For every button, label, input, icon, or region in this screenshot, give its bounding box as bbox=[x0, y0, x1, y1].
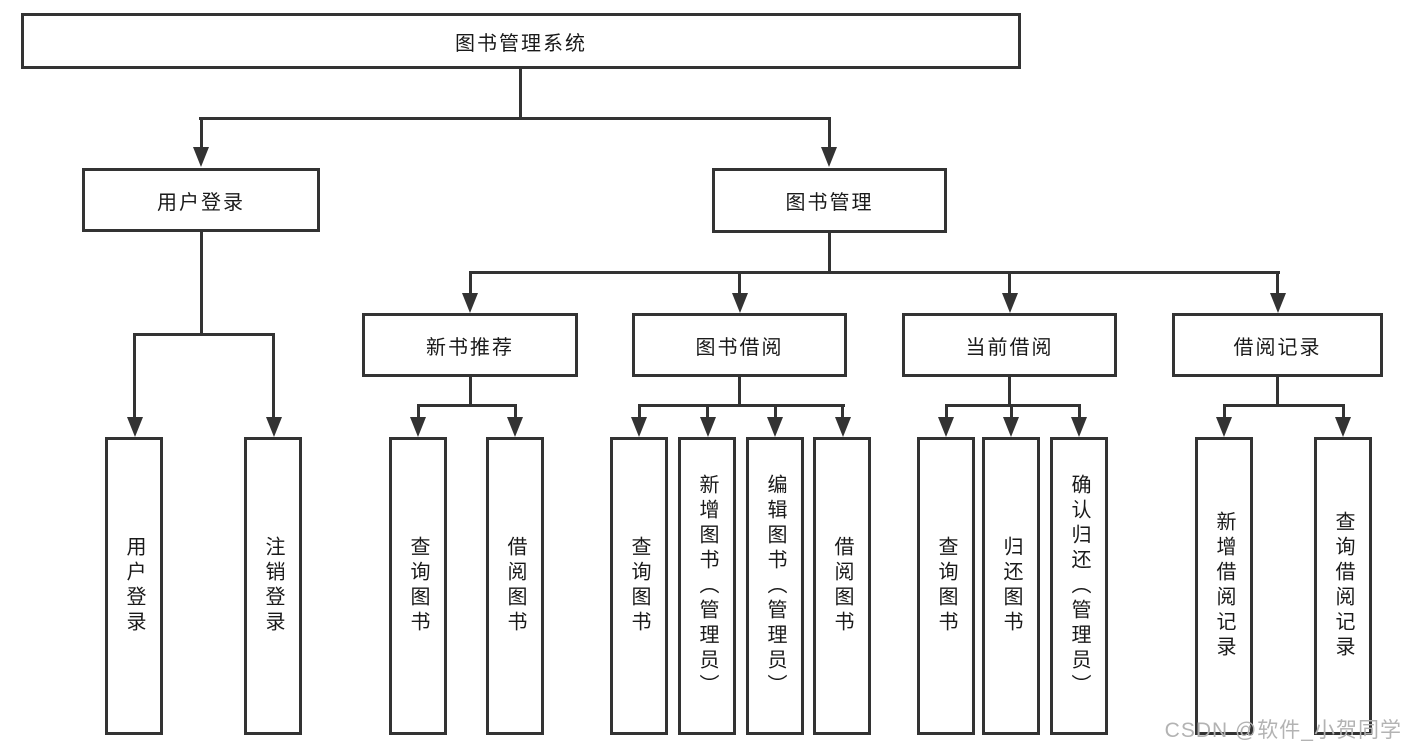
connector-line bbox=[1222, 404, 1345, 407]
arrow-down-icon bbox=[731, 293, 748, 313]
connector-line bbox=[1276, 271, 1279, 295]
arrow-down-icon bbox=[821, 147, 837, 167]
node-root-label: 图书管理系统 bbox=[455, 32, 587, 55]
node-leaf-query-book-borrowing-label: 查询图书 bbox=[628, 536, 650, 636]
node-leaf-add-book-admin: 新增图书（管理员） bbox=[678, 437, 736, 735]
connector-line bbox=[519, 68, 522, 119]
node-current-borrowing: 当前借阅 bbox=[902, 313, 1117, 377]
connector-line bbox=[1222, 404, 1226, 419]
connector-line bbox=[637, 404, 641, 419]
connector-line bbox=[513, 404, 517, 419]
connector-line bbox=[468, 377, 472, 407]
node-leaf-add-borrow-record: 新增借阅记录 bbox=[1195, 437, 1253, 735]
node-user-login: 用户登录 bbox=[82, 168, 320, 232]
arrow-down-icon bbox=[126, 417, 143, 437]
arrow-down-icon bbox=[767, 417, 783, 437]
connector-line bbox=[1276, 377, 1279, 407]
connector-line bbox=[1008, 377, 1011, 407]
node-leaf-return-book: 归还图书 bbox=[982, 437, 1040, 735]
node-book-management: 图书管理 bbox=[712, 168, 947, 233]
node-leaf-add-borrow-record-label: 新增借阅记录 bbox=[1213, 511, 1235, 661]
arrow-down-icon bbox=[1269, 293, 1286, 313]
node-leaf-add-book-admin-label: 新增图书（管理员） bbox=[696, 473, 718, 699]
connector-line bbox=[738, 377, 741, 407]
node-book-borrowing-label: 图书借阅 bbox=[695, 336, 784, 359]
node-leaf-query-book-current: 查询图书 bbox=[917, 437, 975, 735]
arrow-down-icon bbox=[938, 417, 954, 437]
arrow-down-icon bbox=[1003, 417, 1019, 437]
connector-line bbox=[944, 404, 1081, 407]
node-leaf-confirm-return-admin: 确认归还（管理员） bbox=[1050, 437, 1108, 735]
connector-line bbox=[199, 117, 203, 150]
connector-line bbox=[1341, 404, 1345, 419]
connector-line bbox=[416, 404, 516, 407]
node-leaf-query-borrow-record: 查询借阅记录 bbox=[1314, 437, 1372, 735]
node-leaf-query-borrow-record-label: 查询借阅记录 bbox=[1332, 511, 1354, 661]
arrow-down-icon bbox=[834, 417, 851, 437]
connector-line bbox=[133, 333, 275, 336]
connector-line bbox=[637, 404, 845, 407]
node-leaf-user-login: 用户登录 bbox=[105, 437, 163, 735]
connector-line bbox=[738, 271, 741, 295]
connector-line bbox=[1077, 404, 1081, 419]
node-leaf-logout-label: 注销登录 bbox=[262, 536, 284, 636]
node-new-book-recommend: 新书推荐 bbox=[362, 313, 578, 377]
arrow-down-icon bbox=[699, 417, 716, 437]
arrow-down-icon bbox=[631, 417, 647, 437]
arrow-down-icon bbox=[193, 147, 209, 167]
arrow-down-icon bbox=[265, 417, 282, 437]
connector-line bbox=[416, 404, 420, 419]
arrow-down-icon bbox=[1216, 417, 1232, 437]
node-book-borrowing: 图书借阅 bbox=[632, 313, 847, 377]
arrow-down-icon bbox=[462, 293, 478, 313]
connector-line bbox=[1009, 404, 1013, 419]
node-leaf-borrow-book-recommend: 借阅图书 bbox=[486, 437, 544, 735]
node-root: 图书管理系统 bbox=[21, 13, 1021, 69]
node-leaf-query-book-recommend: 查询图书 bbox=[389, 437, 447, 735]
arrow-down-icon bbox=[410, 417, 426, 437]
arrow-down-icon bbox=[1001, 293, 1018, 313]
connector-line bbox=[944, 404, 948, 419]
node-leaf-user-login-label: 用户登录 bbox=[123, 536, 145, 636]
csdn-watermark: CSDN @软件_小贺同学 bbox=[1164, 719, 1402, 742]
connector-line bbox=[1008, 271, 1011, 295]
node-leaf-logout: 注销登录 bbox=[244, 437, 302, 735]
arrow-down-icon bbox=[1335, 417, 1351, 437]
node-leaf-confirm-return-admin-label: 确认归还（管理员） bbox=[1068, 473, 1090, 699]
connector-line bbox=[773, 404, 777, 419]
connector-line bbox=[468, 271, 472, 295]
node-new-book-recommend-label: 新书推荐 bbox=[426, 336, 514, 359]
node-leaf-borrow-book-recommend-label: 借阅图书 bbox=[504, 536, 526, 636]
connector-line bbox=[272, 333, 275, 419]
connector-line bbox=[468, 271, 1280, 274]
node-leaf-return-book-label: 归还图书 bbox=[1000, 536, 1022, 636]
node-leaf-edit-book-admin-label: 编辑图书（管理员） bbox=[764, 473, 786, 699]
connector-line bbox=[199, 117, 831, 120]
connector-line bbox=[706, 404, 709, 419]
node-current-borrowing-label: 当前借阅 bbox=[965, 336, 1054, 359]
node-borrowing-records-label: 借阅记录 bbox=[1233, 336, 1322, 359]
node-user-login-label: 用户登录 bbox=[157, 191, 245, 214]
node-leaf-query-book-borrowing: 查询图书 bbox=[610, 437, 668, 735]
connector-line bbox=[133, 333, 136, 419]
node-borrowing-records: 借阅记录 bbox=[1172, 313, 1383, 377]
connector-line bbox=[828, 117, 831, 150]
node-leaf-query-book-current-label: 查询图书 bbox=[935, 536, 957, 636]
connector-line bbox=[199, 231, 203, 336]
connector-line bbox=[841, 404, 844, 419]
node-leaf-query-book-recommend-label: 查询图书 bbox=[407, 536, 429, 636]
node-book-management-label: 图书管理 bbox=[785, 192, 874, 214]
arrow-down-icon bbox=[1071, 417, 1087, 437]
node-leaf-edit-book-admin: 编辑图书（管理员） bbox=[746, 437, 804, 735]
arrow-down-icon bbox=[507, 417, 523, 437]
connector-line bbox=[828, 232, 831, 274]
node-leaf-borrow-book: 借阅图书 bbox=[813, 437, 871, 735]
node-leaf-borrow-book-label: 借阅图书 bbox=[831, 536, 853, 636]
